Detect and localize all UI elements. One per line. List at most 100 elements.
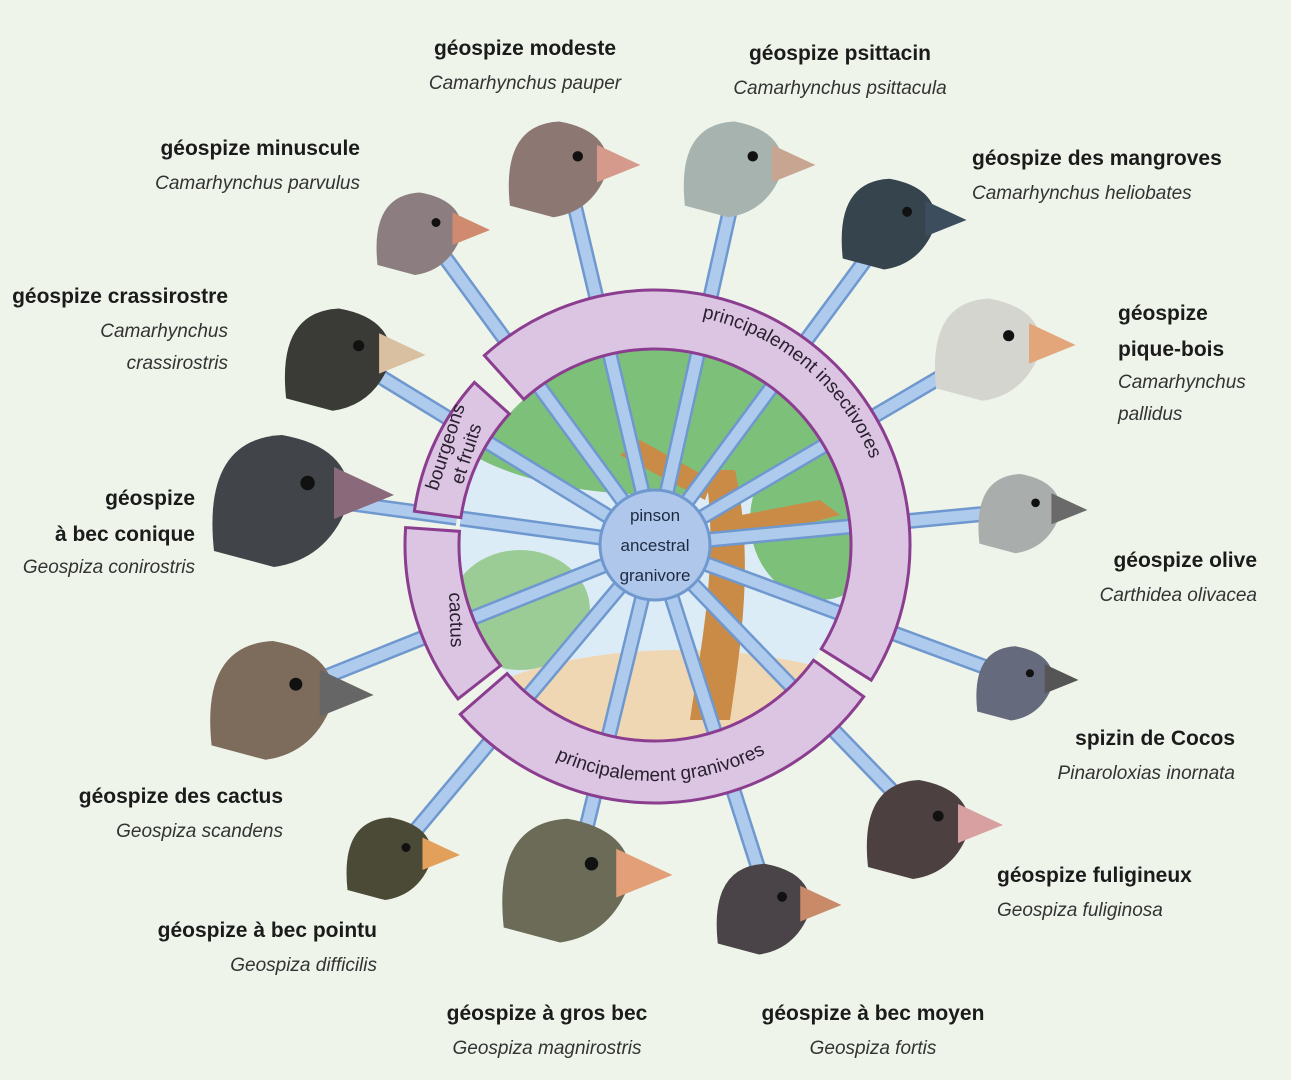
finch-head-icon <box>866 780 970 879</box>
inner-branch <box>689 580 796 690</box>
finch-latin-name: Camarhynchus psittacula <box>733 78 946 99</box>
finch-eye-icon <box>431 218 441 227</box>
finch-latin-name: Geospiza difficilis <box>230 955 377 976</box>
finch-beak-icon <box>1051 493 1088 525</box>
inner-branch <box>470 560 606 623</box>
diet-ring <box>403 288 912 805</box>
ancestor-label-2: ancestral <box>621 536 690 555</box>
finch-eye-icon <box>777 891 788 902</box>
inner-branch <box>604 353 648 493</box>
finch-common-name: géospize à bec moyen <box>762 1002 985 1025</box>
inner-branch <box>534 383 628 504</box>
finch-head-icon <box>502 818 632 943</box>
finch-latin-name: Camarhynchus heliobates <box>972 183 1192 204</box>
finch-latin-name: pallidus <box>1117 404 1183 425</box>
inner-branch <box>683 384 776 505</box>
finch-beak-icon <box>596 144 641 183</box>
ancestor-node <box>598 488 712 602</box>
finch-head-icon <box>841 178 937 270</box>
ancestor-label-1: pinson <box>630 506 680 525</box>
finch-head-icon <box>683 121 784 218</box>
finch-common-name: géospize à gros bec <box>447 1002 648 1025</box>
finch-eye-icon <box>747 151 758 162</box>
finch-latin-name: Camarhynchus pauper <box>429 73 622 94</box>
inner-branch <box>666 595 720 734</box>
finch-beak-icon <box>771 144 816 183</box>
finch-beak-icon <box>452 212 490 245</box>
finch-eye-icon <box>902 206 913 217</box>
finch-head-icon <box>934 298 1042 401</box>
inner-branch <box>485 437 611 521</box>
finch-latin-name: crassirostris <box>127 353 229 374</box>
finch-latin-name: Carthidea olivacea <box>1100 585 1257 606</box>
finch-beak-icon <box>422 837 460 870</box>
finch-beak-icon <box>379 333 426 374</box>
finch-beak-icon <box>616 848 673 898</box>
inner-branch <box>603 597 648 737</box>
finch-head-icon <box>716 863 812 955</box>
finch-beak-icon <box>925 200 967 237</box>
finch-latin-name: Geospiza magnirostris <box>452 1038 642 1059</box>
finch-common-name: à bec conique <box>55 523 195 546</box>
finch-common-name: géospize modeste <box>434 37 616 60</box>
finch-eye-icon <box>932 810 944 822</box>
finch-head-icon <box>284 308 392 411</box>
finch-common-name: géospize crassirostre <box>12 285 228 308</box>
finch-beak-icon <box>1044 664 1079 694</box>
finch-head-icon <box>210 641 334 760</box>
ring-segment-cactus <box>403 525 503 702</box>
inner-branch <box>524 583 624 699</box>
finch-common-name: géospize <box>1118 302 1208 325</box>
inner-branch <box>709 521 851 546</box>
ancestor-label-3: granivore <box>620 566 691 585</box>
inner-branches <box>459 351 851 738</box>
finch-eye-icon <box>401 843 411 852</box>
finch-head-icon <box>212 435 350 567</box>
finch-eye-icon <box>584 857 599 871</box>
finch-latin-name: Camarhynchus <box>100 321 228 342</box>
finch-common-name: géospize fuligineux <box>997 864 1192 887</box>
finch-latin-name: Geospiza scandens <box>116 821 283 842</box>
finch-eye-icon <box>300 475 315 491</box>
finch-eye-icon <box>1003 330 1015 342</box>
finch-eye-icon <box>1025 669 1034 678</box>
finch-beak-icon <box>319 669 374 717</box>
finch-latin-name: Geospiza conirostris <box>23 557 196 578</box>
finch-beak-icon <box>1029 323 1076 364</box>
finch-eye-icon <box>572 151 583 162</box>
finch-latin-name: Geospiza fuliginosa <box>997 900 1163 921</box>
finch-common-name: pique-bois <box>1118 338 1224 361</box>
finch-common-name: spizin de Cocos <box>1075 727 1235 750</box>
finch-eye-icon <box>353 340 365 352</box>
finch-eye-icon <box>1031 498 1040 508</box>
finch-head-icon <box>376 192 463 275</box>
finch-beak-icon <box>334 467 394 519</box>
finch-latin-name: Camarhynchus <box>1118 372 1246 393</box>
finch-head-icon <box>346 817 433 900</box>
finch-common-name: géospize <box>105 487 195 510</box>
inner-branch <box>460 512 602 543</box>
finch-head-icon <box>976 646 1054 721</box>
finch-common-name: géospize des mangroves <box>972 147 1222 170</box>
ring-segment-insectivores <box>482 288 912 683</box>
finch-head-icon <box>978 474 1061 554</box>
finch-latin-name: Camarhynchus parvulus <box>155 173 360 194</box>
finch-common-name: géospize olive <box>1113 549 1257 572</box>
inner-branch <box>699 440 827 522</box>
finch-latin-name: Geospiza fortis <box>810 1038 937 1059</box>
finch-common-name: géospize minuscule <box>160 137 360 160</box>
ring-segment-granivores <box>458 658 866 805</box>
